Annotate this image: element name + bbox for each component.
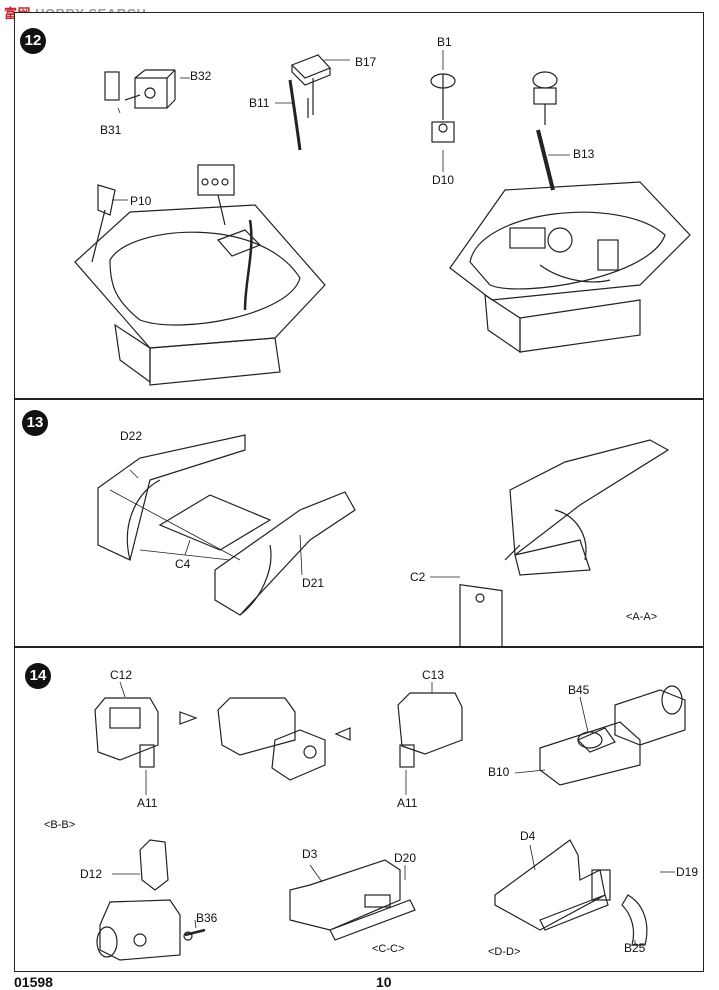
- part-label-d10: D10: [432, 173, 455, 187]
- part-label-d12: D12: [80, 867, 103, 881]
- part-label-d20: D20: [394, 851, 417, 865]
- part-label-b25: B25: [624, 941, 646, 955]
- part-label-d19: D19: [676, 865, 699, 879]
- part-label-d22: D22: [120, 429, 143, 443]
- step-12-number: 12: [20, 28, 46, 54]
- step-14-number: 14: [25, 663, 51, 689]
- part-label-a11-left: A11: [137, 796, 158, 810]
- part-label-d3: D3: [302, 847, 318, 861]
- part-label-b11: B11: [249, 96, 270, 110]
- view-label-b-b: <B-B>: [44, 819, 76, 831]
- view-label-d-d: <D-D>: [488, 946, 521, 958]
- kit-number: 01598: [14, 974, 53, 990]
- part-label-b36: B36: [196, 911, 218, 925]
- view-label-a-a: <A-A>: [626, 611, 658, 623]
- part-label-b13: B13: [573, 147, 595, 161]
- part-label-c12: C12: [110, 668, 133, 682]
- part-label-d4: D4: [520, 829, 536, 843]
- part-label-c2: C2: [410, 570, 426, 584]
- part-label-b32: B32: [190, 69, 212, 83]
- part-label-b31: B31: [100, 123, 122, 137]
- part-label-p10: P10: [130, 194, 152, 208]
- step-13-number: 13: [22, 410, 48, 436]
- part-label-b45: B45: [568, 683, 590, 697]
- part-label-a11-right: A11: [397, 796, 418, 810]
- part-label-c4: C4: [175, 557, 191, 571]
- part-label-c13: C13: [422, 668, 445, 682]
- part-label-b1: B1: [437, 35, 452, 49]
- part-label-d21: D21: [302, 576, 325, 590]
- view-label-c-c: <C-C>: [372, 943, 405, 955]
- part-label-b10: B10: [488, 765, 510, 779]
- page-number: 10: [376, 974, 392, 990]
- part-label-b17: B17: [355, 55, 377, 69]
